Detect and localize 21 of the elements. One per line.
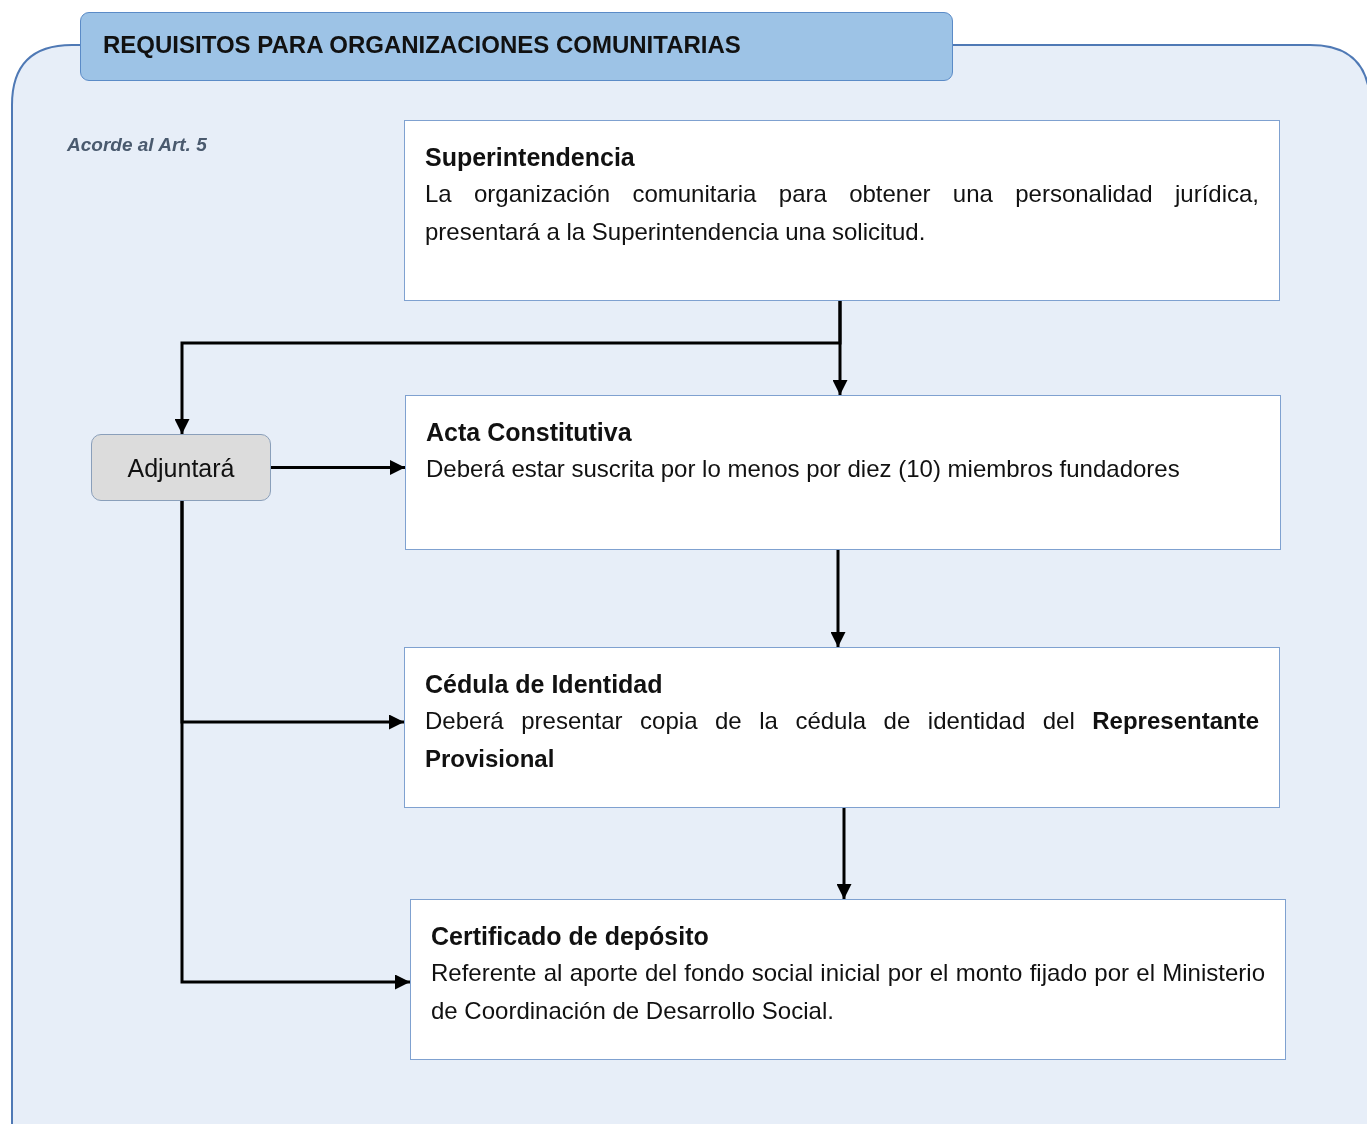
requirement-box	[410, 899, 1286, 1060]
arrow	[271, 460, 405, 475]
box-description: Referente al aporte del fondo social inicial por el monto fijado por el Ministerio de Coordinación de Desarrollo Social.	[431, 958, 1265, 1026]
box-heading: Superintendencia	[425, 142, 636, 173]
box-heading: Certificado de depósito	[431, 921, 710, 952]
box-description: Deberá estar suscrita por lo menos por diez (10) miembros fundadores	[426, 454, 1181, 484]
arrow	[180, 501, 410, 990]
title-banner: REQUISITOS PARA ORGANIZACIONES COMUNITARIAS	[80, 12, 953, 81]
requirement-box	[405, 395, 1281, 550]
arrow	[174, 301, 842, 434]
requirement-box	[404, 647, 1280, 808]
requirement-box	[404, 120, 1280, 301]
box-heading: Cédula de Identidad	[425, 669, 664, 700]
arrow	[830, 550, 846, 647]
box-description: La organización comunitaria para obtener una personalidad jurídica, presentará a la Superintendencia una solicitud.	[425, 179, 1259, 247]
box-description: Deberá presentar copia de la cédula de identidad del Representante Provisional	[425, 706, 1259, 774]
action-box	[91, 434, 271, 501]
box-heading: Adjuntará	[127, 452, 235, 484]
arrow	[836, 808, 852, 899]
box-heading: Acta Constitutiva	[426, 417, 633, 448]
note-text: Acorde al Art. 5	[67, 134, 207, 156]
